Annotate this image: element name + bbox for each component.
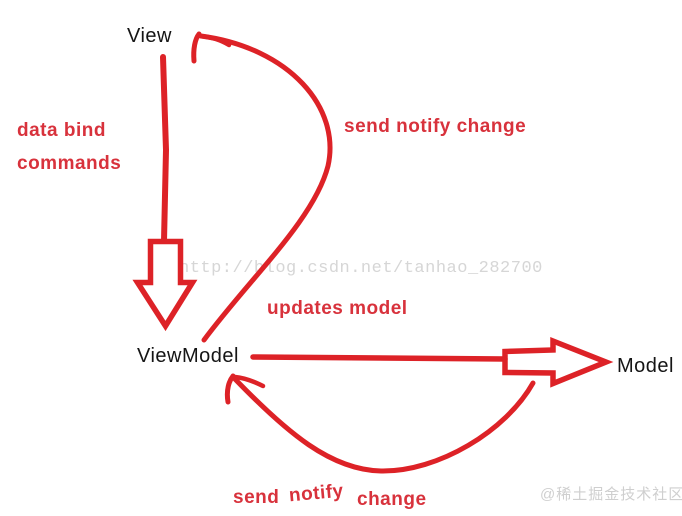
- right-arrowhead-icon: [502, 336, 614, 388]
- curve-arrowhead-barb-left: [191, 31, 202, 64]
- watermark-url: http://blog.csdn.net/tanhao_282700: [179, 259, 543, 278]
- label-change-bottom: change: [357, 489, 427, 510]
- label-send-notify-change-top: send notify change: [344, 116, 527, 137]
- view-to-viewmodel-line: [160, 54, 169, 244]
- node-model: Model: [617, 355, 674, 377]
- down-arrowhead-icon: [132, 238, 198, 332]
- bottom-arrowhead-barb-right: [232, 374, 266, 389]
- bottom-arrowhead-barb-left: [224, 373, 236, 405]
- label-data-bind: data bind: [17, 120, 106, 141]
- watermark-community: @稀土掘金技术社区: [540, 486, 682, 503]
- label-commands: commands: [17, 153, 122, 174]
- viewmodel-to-model-line: [250, 354, 508, 362]
- label-send-bottom: send: [233, 487, 280, 508]
- node-view: View: [127, 25, 172, 47]
- node-viewmodel: ViewModel: [137, 345, 239, 367]
- viewmodel-to-view-curve: [198, 33, 333, 343]
- model-to-viewmodel-curve: [231, 375, 536, 474]
- label-updates-model: updates model: [267, 298, 408, 319]
- curve-arrowhead-barb-right: [197, 33, 232, 48]
